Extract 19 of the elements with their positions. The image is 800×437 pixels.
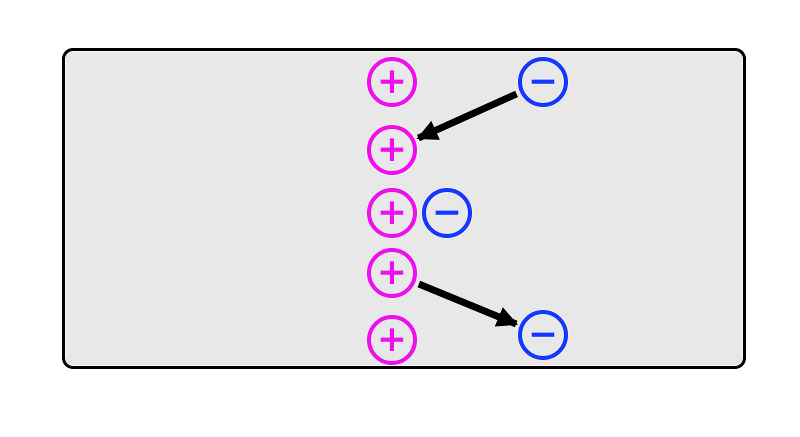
negative-charge	[422, 188, 472, 238]
positive-charge	[367, 315, 417, 365]
charge-sign: +	[376, 195, 408, 231]
charge-sign: −	[528, 317, 558, 353]
positive-charge	[367, 248, 417, 298]
charge-sign: −	[432, 195, 462, 231]
negative-charge	[518, 57, 568, 107]
charge-sign: +	[376, 132, 408, 168]
arrow	[418, 280, 518, 328]
charge-sign: +	[376, 255, 408, 291]
negative-charge	[518, 310, 568, 360]
charge-sign: −	[528, 64, 558, 100]
positive-charge	[367, 125, 417, 175]
panel-box	[62, 48, 746, 369]
positive-charge	[367, 188, 417, 238]
positive-charge	[367, 57, 417, 107]
charge-sign: +	[376, 322, 408, 358]
arrow	[416, 90, 518, 142]
charge-sign: +	[376, 64, 408, 100]
